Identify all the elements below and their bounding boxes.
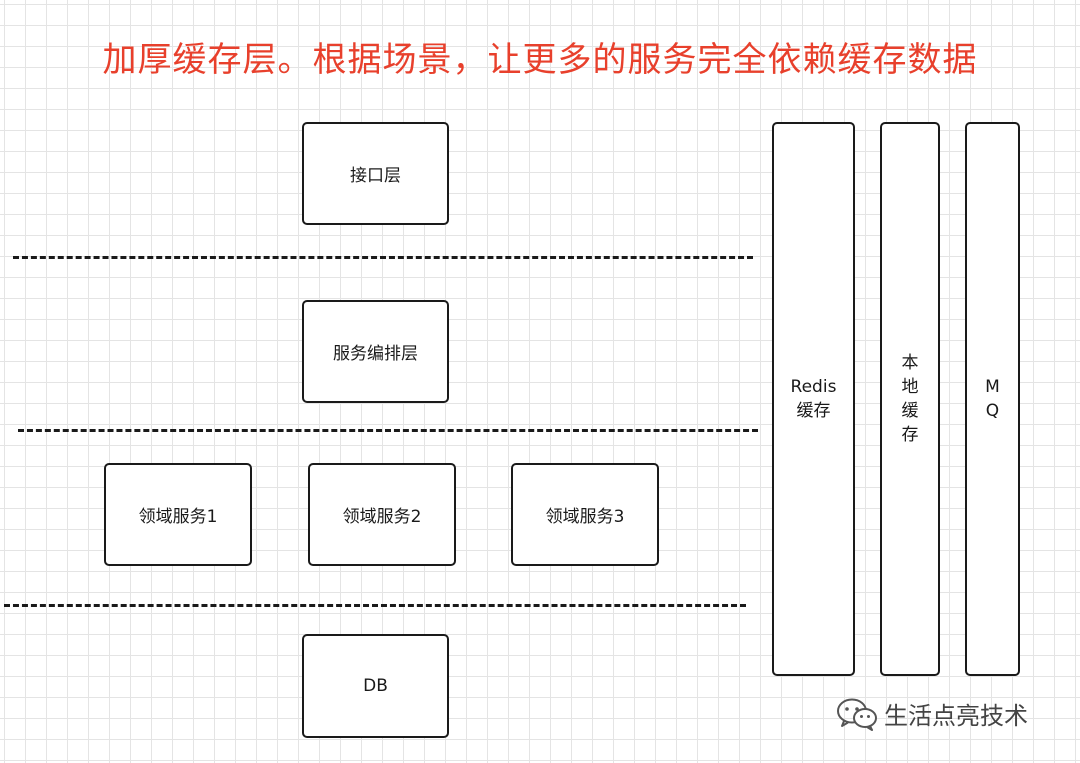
- diagram-title: 加厚缓存层。根据场景，让更多的服务完全依赖缓存数据: [102, 40, 978, 80]
- db-label: DB: [363, 676, 388, 696]
- orchestration-layer-label: 服务编排层: [333, 344, 418, 364]
- local-cache-column: 本地缓存: [880, 122, 940, 676]
- local-cache-label: 本地缓存: [901, 353, 919, 445]
- domain-service-1-label: 领域服务1: [138, 507, 218, 527]
- interface-layer-box: 接口层: [302, 122, 449, 225]
- domain-service-1-box: 领域服务1: [104, 463, 252, 566]
- redis-cache-column: Redis 缓存: [772, 122, 855, 676]
- domain-service-2-box: 领域服务2: [308, 463, 456, 566]
- layer-divider-2: [18, 429, 758, 432]
- wechat-icon: [837, 698, 877, 731]
- layer-divider-1: [13, 256, 753, 259]
- orchestration-layer-box: 服务编排层: [302, 300, 449, 403]
- mq-column: MQ: [965, 122, 1020, 676]
- watermark: 生活点亮技术: [836, 696, 1028, 731]
- layer-divider-3: [4, 604, 746, 607]
- db-box: DB: [302, 634, 449, 738]
- mq-label: MQ: [985, 377, 1000, 421]
- watermark-text: 生活点亮技术: [884, 702, 1028, 730]
- redis-cache-label: Redis 缓存: [790, 377, 837, 421]
- domain-service-3-label: 领域服务3: [545, 507, 625, 527]
- interface-layer-label: 接口层: [350, 166, 401, 186]
- domain-service-3-box: 领域服务3: [511, 463, 659, 566]
- domain-service-2-label: 领域服务2: [342, 507, 422, 527]
